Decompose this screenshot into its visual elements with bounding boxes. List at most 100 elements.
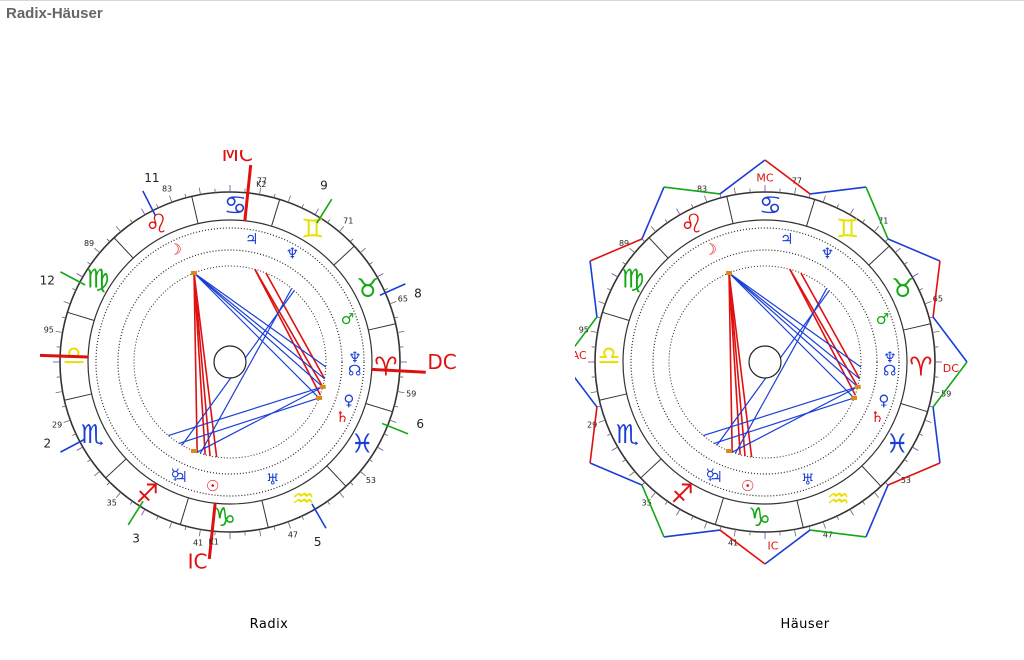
house-cusp [381, 422, 409, 435]
ring-number: 53 [901, 476, 911, 485]
degree-tick [622, 261, 626, 265]
degree-tick [397, 330, 405, 333]
moon-glyph: ☽ [168, 241, 181, 259]
degree-tick [918, 288, 923, 291]
degree-tick [884, 238, 889, 243]
degree-tick [184, 193, 187, 198]
aspect-line [168, 386, 323, 437]
house-outline-segment [865, 186, 889, 240]
sign-glyph: ♈ [374, 352, 397, 382]
sign-divider [796, 500, 804, 528]
sign-divider [714, 497, 724, 525]
dc-label: DC [943, 362, 959, 375]
sign-glyph: ♊ [301, 215, 324, 245]
ac-axis [40, 353, 89, 359]
aspect-line [728, 272, 859, 388]
degree-tick [912, 446, 919, 451]
sign-glyph: ♏ [616, 420, 639, 450]
sign-divider [640, 458, 662, 479]
sign-divider [648, 237, 669, 259]
degree-tick [383, 288, 388, 291]
sign-glyph: ♓ [886, 430, 909, 460]
sign-divider [806, 199, 816, 227]
degree-tick [327, 219, 331, 223]
degree-tick [106, 238, 111, 243]
degree-tick [704, 195, 708, 203]
ring-number: 89 [84, 239, 94, 248]
sign-divider [368, 323, 396, 331]
degree-tick [383, 433, 388, 436]
haeuser-caption: Häuser [780, 617, 830, 632]
degree-tick [72, 433, 77, 436]
degree-tick [719, 193, 722, 198]
degree-tick [873, 226, 880, 233]
aspect-line [196, 386, 324, 453]
jupiter-2-glyph: ♃ [709, 468, 722, 486]
house-number-12: 12 [40, 274, 55, 288]
degree-tick [808, 526, 811, 531]
sign-divider [67, 311, 95, 321]
saturn-glyph: ♄ [871, 408, 884, 426]
degree-tick [622, 459, 626, 463]
degree-tick [590, 330, 598, 333]
sign-glyph: ♎ [597, 342, 620, 372]
degree-tick [629, 247, 636, 254]
aspect-line [713, 397, 855, 444]
neptune-glyph: ♆ [821, 245, 834, 263]
planet-anchor-marker [191, 270, 198, 275]
house-outline-segment [719, 529, 766, 565]
aspect-line [728, 272, 855, 399]
venus-glyph: ♀ [343, 392, 354, 410]
radix-wheel-group: ♋♊♉♈♓♒♑♐♏♎♍♌777165595347413529958983☽♃♆♂… [40, 150, 457, 574]
ic-label: IC [188, 550, 208, 574]
degree-tick [849, 509, 854, 516]
house-outline-segment [719, 159, 766, 195]
degree-tick [369, 459, 373, 463]
sign-divider [903, 323, 931, 331]
degree-tick [198, 529, 201, 537]
sign-divider [64, 393, 92, 401]
sign-glyph: ♐ [136, 479, 159, 509]
ic-axis [207, 503, 217, 560]
aspect-line [265, 272, 326, 380]
saturn-glyph: ♄ [336, 408, 349, 426]
degree-tick [611, 273, 618, 278]
degree-tick [822, 521, 826, 529]
degree-tick [929, 405, 934, 408]
degree-tick [862, 501, 866, 505]
sun-glyph: ☉ [206, 477, 219, 495]
house-outline-segment [932, 406, 941, 464]
degree-tick [359, 247, 366, 254]
degree-tick [929, 316, 934, 319]
ring-number: 41 [193, 539, 203, 548]
degree-tick [704, 521, 708, 529]
ring-number: 41 [728, 539, 738, 548]
degree-tick [301, 515, 304, 520]
degree-tick [676, 208, 681, 215]
degree-tick [719, 526, 722, 531]
mc-axis [243, 164, 253, 221]
degree-tick [115, 226, 122, 233]
sign-glyph: ♉ [356, 274, 379, 304]
sign-glyph: ♋ [224, 191, 247, 221]
ring-number: 53 [366, 476, 376, 485]
planet-anchor-marker [316, 395, 323, 400]
degree-tick [184, 526, 187, 531]
sign-glyph: ♉ [891, 274, 914, 304]
degree-tick [314, 208, 319, 215]
ring-number: 47 [823, 530, 833, 539]
ring-number: 35 [107, 498, 117, 507]
degree-tick [94, 247, 101, 254]
sign-glyph: ♋ [759, 191, 782, 221]
sign-divider [900, 403, 928, 413]
sign-glyph: ♍ [86, 264, 109, 294]
sign-glyph: ♈ [909, 352, 932, 382]
ring-number: 47 [288, 530, 298, 539]
uranus-glyph: ♅ [801, 470, 814, 488]
degree-tick [389, 419, 397, 423]
house-outline-segment [663, 529, 721, 538]
degree-tick [808, 193, 811, 198]
sign-glyph: ♓ [351, 430, 374, 460]
aspect-line [800, 272, 861, 380]
degree-tick [377, 446, 384, 451]
